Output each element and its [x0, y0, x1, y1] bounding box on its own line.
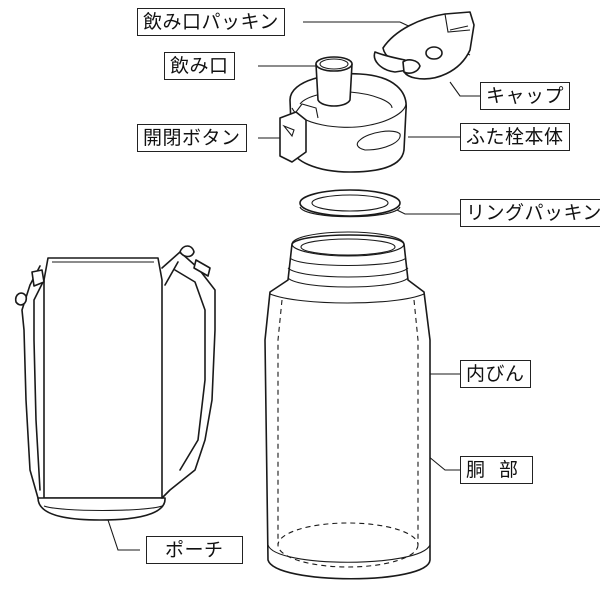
- bottle-illustration: [264, 231, 431, 580]
- pouch-illustration: [14, 245, 216, 521]
- label-spout-packing: 飲み口パッキン: [137, 8, 285, 36]
- ring-packing-illustration: [299, 189, 401, 218]
- label-inner-bottle: 内びん: [460, 360, 531, 388]
- label-cap: キャップ: [480, 82, 571, 110]
- label-pouch: ポーチ: [146, 536, 243, 564]
- cap-illustration: [373, 11, 475, 80]
- label-lid-body: ふた栓本体: [460, 123, 570, 151]
- label-spout: 飲み口: [164, 52, 235, 80]
- lid-body-illustration: [279, 56, 407, 173]
- label-open-close-button: 開閉ボタン: [137, 124, 247, 152]
- label-ring-packing: リングパッキン: [460, 199, 600, 227]
- label-body: 胴部: [460, 456, 534, 484]
